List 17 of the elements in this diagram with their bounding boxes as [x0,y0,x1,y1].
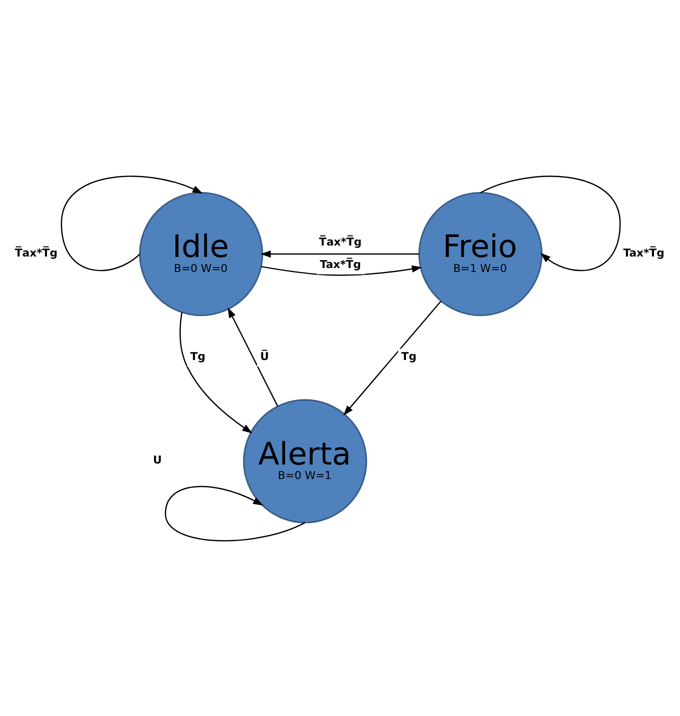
arrow [180,312,252,433]
edge-label: U̅ [260,350,269,363]
edge-label: Tg [401,350,416,363]
node-circle: Alerta B=0 W=1 [243,398,368,523]
node-circle: Freio B=1 W=0 [418,191,543,316]
edge-label: T̅ax*T̅g [14,246,58,260]
edge-label: U [153,453,162,466]
arrow [60,175,203,271]
arrow [228,306,278,406]
edge-label: Tax*T̅g [623,246,664,260]
arrow [260,250,420,258]
arrow [343,300,442,416]
arrow [261,264,422,276]
edge-label: Tg [190,350,206,363]
edge-label: Tax*T̅g [320,257,362,270]
edge-label: T̅ax*T̅g [319,234,362,248]
node-circle: Idle B=0 W=0 [139,191,264,316]
